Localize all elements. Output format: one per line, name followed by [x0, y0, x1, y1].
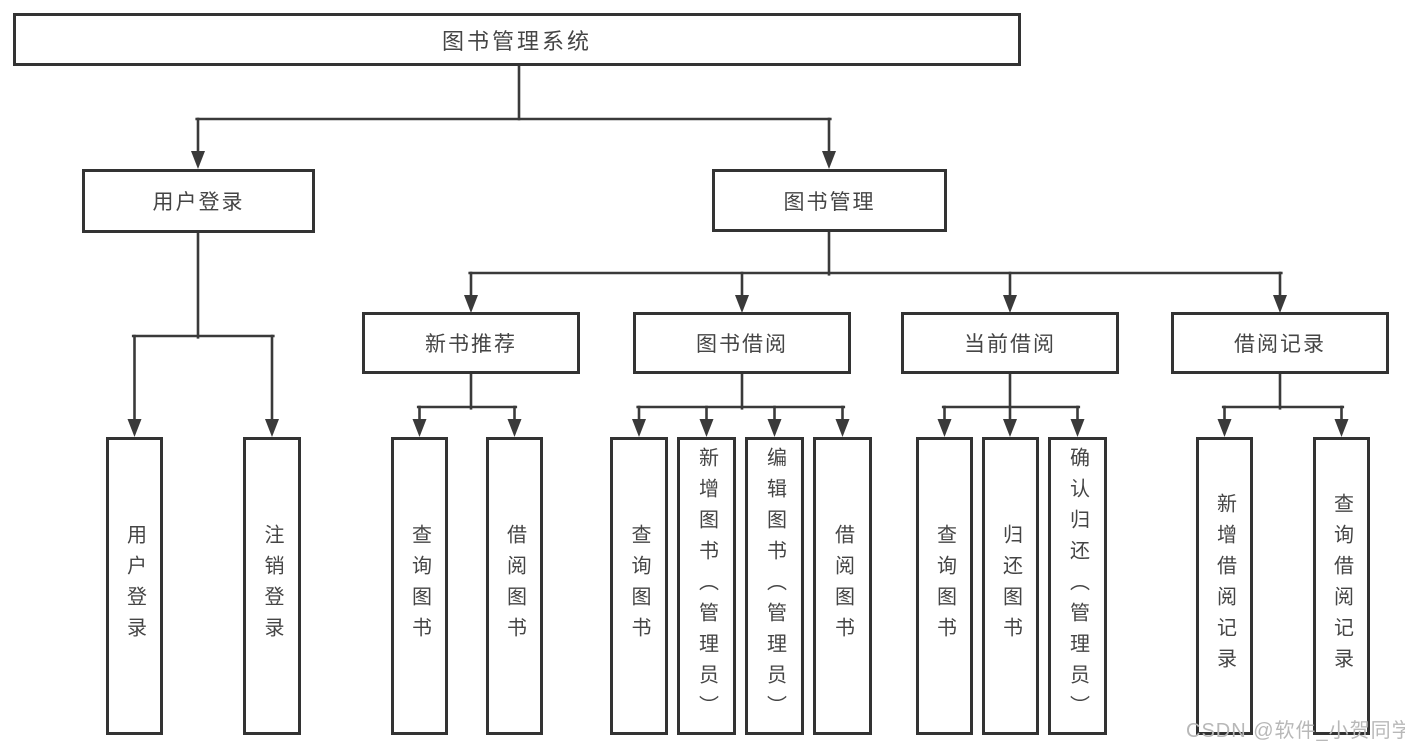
node-user-login: 用户登录 [82, 169, 315, 233]
leaf-user-login: 用户登录 [106, 437, 163, 735]
leaf-return-books: 归还图书 [982, 437, 1039, 735]
csdn-watermark: CSDN @软件_小贺同学 [1186, 720, 1405, 742]
leaf-query-books-current: 查询图书 [916, 437, 973, 735]
leaf-query-borrow-record: 查询借阅记录 [1313, 437, 1370, 735]
node-library-management-system: 图书管理系统 [13, 13, 1021, 66]
connector-line-group [131, 64, 1345, 423]
node-book-management: 图书管理 [712, 169, 947, 232]
leaf-borrow-books: 借阅图书 [813, 437, 872, 735]
leaf-edit-books-admin: 编辑图书（管理员） [745, 437, 804, 735]
node-book-borrowing: 图书借阅 [633, 312, 851, 374]
leaf-borrow-books-recommend: 借阅图书 [486, 437, 543, 735]
node-new-book-recommendation: 新书推荐 [362, 312, 580, 374]
arrowhead-icons [127, 151, 1349, 437]
node-borrowing-records: 借阅记录 [1171, 312, 1389, 374]
leaf-add-books-admin: 新增图书（管理员） [677, 437, 736, 735]
leaf-query-books-borrowing: 查询图书 [610, 437, 668, 735]
node-current-borrowing: 当前借阅 [901, 312, 1119, 374]
leaf-confirm-return-admin: 确认归还（管理员） [1048, 437, 1107, 735]
leaf-logout: 注销登录 [243, 437, 301, 735]
leaf-query-books-recommend: 查询图书 [391, 437, 448, 735]
leaf-add-borrow-record: 新增借阅记录 [1196, 437, 1253, 735]
